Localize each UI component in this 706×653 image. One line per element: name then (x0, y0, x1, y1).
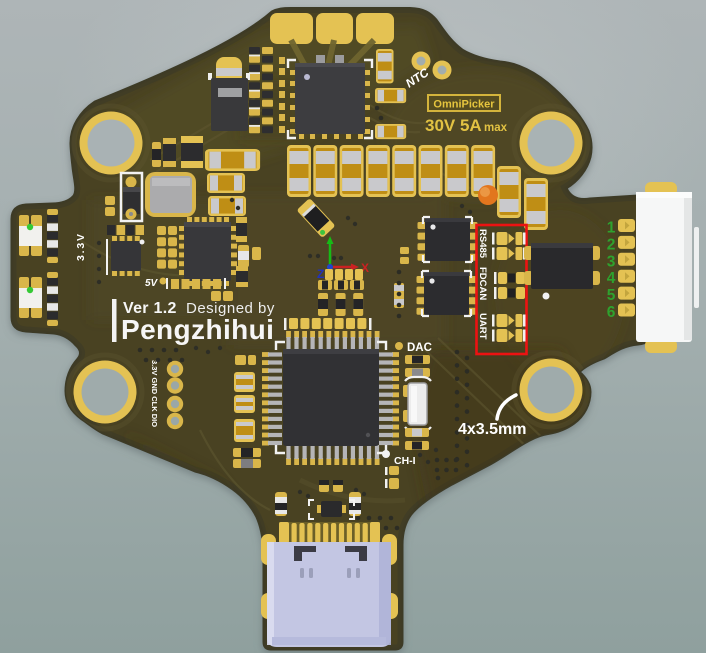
svg-text:Z: Z (317, 267, 324, 281)
svg-text:Ver 1.2: Ver 1.2 (123, 300, 177, 317)
svg-text:Designed by: Designed by (186, 300, 275, 317)
svg-text:3.3V: 3.3V (75, 232, 87, 261)
svg-text:2: 2 (607, 236, 616, 253)
svg-text:5: 5 (607, 287, 616, 304)
svg-text:FDCAN: FDCAN (477, 267, 488, 300)
svg-text:1: 1 (607, 220, 616, 237)
svg-text:OmniPicker: OmniPicker (433, 99, 495, 111)
svg-text:4x3.5mm: 4x3.5mm (458, 421, 527, 438)
svg-text:6: 6 (607, 304, 616, 321)
svg-text:3.3V GND CLK DIO: 3.3V GND CLK DIO (150, 360, 159, 427)
svg-text:5V: 5V (145, 278, 159, 289)
svg-text:4: 4 (607, 270, 616, 287)
svg-text:UART: UART (477, 313, 488, 340)
svg-text:30V 5A: 30V 5A (425, 116, 482, 135)
svg-text:X: X (361, 261, 369, 275)
svg-text:DAC: DAC (407, 342, 432, 354)
svg-text:Pengzhihui: Pengzhihui (121, 314, 274, 345)
svg-text:3: 3 (607, 253, 616, 270)
svg-text:RS485: RS485 (477, 229, 488, 259)
svg-text:max: max (484, 122, 508, 134)
svg-text:CH-I: CH-I (394, 455, 416, 467)
